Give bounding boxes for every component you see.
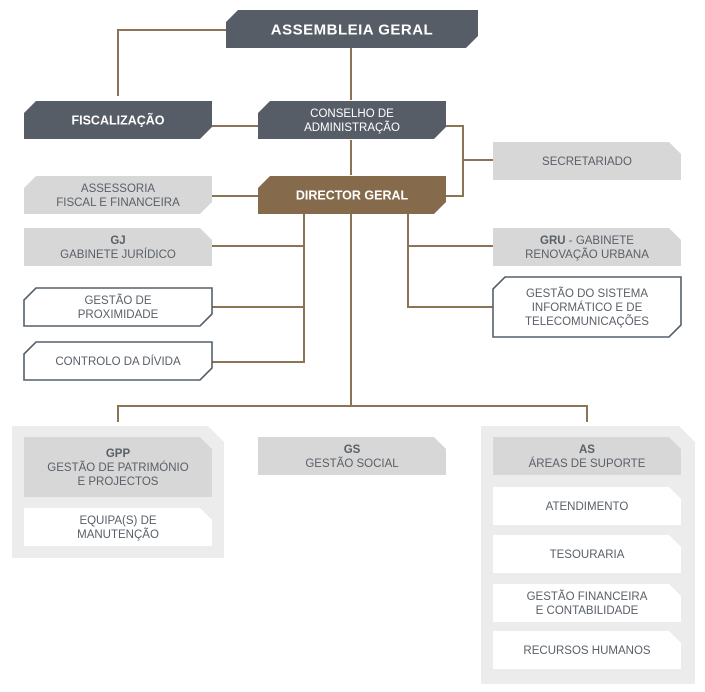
director-box <box>258 176 446 214</box>
connector-line <box>212 214 305 363</box>
assessoria-line: ASSESSORIA <box>81 183 155 195</box>
assembleia-box <box>226 10 478 48</box>
gs-code-line: GS <box>344 444 361 456</box>
fiscalizacao-box <box>24 101 212 139</box>
director-node: DIRECTOR GERAL <box>258 176 446 214</box>
assessoria-line: FISCAL E FINANCEIRA <box>56 197 180 209</box>
proximidade-line: PROXIMIDADE <box>78 309 159 321</box>
manutencao-line: MANUTENÇÃO <box>77 528 159 541</box>
sistema-line: GESTÃO DO SISTEMA <box>526 287 648 300</box>
gs-label-line: GESTÃO SOCIAL <box>305 457 399 470</box>
as-box <box>493 437 681 475</box>
gpp-label-line: E PROJECTOS <box>78 476 159 488</box>
atendimento-box <box>493 487 681 525</box>
proximidade-box <box>23 287 213 327</box>
gru-code: GRU <box>540 235 566 247</box>
proximidade-line: GESTÃO DE <box>84 294 151 307</box>
atendimento-line: ATENDIMENTO <box>546 501 629 513</box>
tesouraria-node: TESOURARIA <box>493 535 681 573</box>
sistema-line: TELECOMUNICAÇÕES <box>525 315 649 328</box>
gs-code: GS <box>344 444 361 456</box>
divida-node: CONTROLO DA DÍVIDA <box>23 341 213 381</box>
gj-code: GJ <box>110 235 125 247</box>
assessoria-node: ASSESSORIA FISCAL E FINANCEIRA <box>24 176 212 214</box>
conselho-line: ADMINISTRAÇÃO <box>304 121 400 134</box>
rh-line: RECURSOS HUMANOS <box>523 645 650 657</box>
gj-box <box>24 228 212 266</box>
as-code-line: AS <box>579 444 595 456</box>
conselho-box <box>258 101 446 139</box>
secretariado-line: SECRETARIADO <box>542 156 632 168</box>
assessoria-box <box>24 176 212 214</box>
assembleia-line: ASSEMBLEIA GERAL <box>271 21 433 38</box>
as-code: AS <box>579 444 595 456</box>
gj-code-line: GJ <box>110 235 125 247</box>
financeira-node: GESTÃO FINANCEIRA E CONTABILIDADE <box>493 584 681 622</box>
manutencao-line: EQUIPA(S) DE <box>79 515 156 527</box>
gru-code-suffix: - GABINETE <box>566 235 635 247</box>
tesouraria-box <box>493 535 681 573</box>
gru-box <box>493 228 681 266</box>
fiscalizacao-node: FISCALIZAÇÃO <box>24 101 212 139</box>
atendimento-node: ATENDIMENTO <box>493 487 681 525</box>
financeira-line: E CONTABILIDADE <box>536 605 639 617</box>
conselho-line: CONSELHO DE <box>310 108 394 120</box>
assembleia-node: ASSEMBLEIA GERAL <box>226 10 478 48</box>
divida-line: CONTROLO DA DÍVIDA <box>55 355 181 368</box>
connector-line <box>117 405 588 422</box>
financeira-box <box>493 584 681 622</box>
rh-box <box>493 631 681 669</box>
connector-line <box>117 29 226 96</box>
gpp-code: GPP <box>106 448 131 460</box>
secretariado-node: SECRETARIADO <box>493 142 681 180</box>
gs-box <box>258 437 446 475</box>
sistema-box <box>492 276 682 338</box>
financeira-line: GESTÃO FINANCEIRA <box>527 590 648 603</box>
gj-label-line: GABINETE JURÍDICO <box>60 248 176 261</box>
connector-line <box>407 214 493 308</box>
as-label-line: ÁREAS DE SUPORTE <box>529 457 646 470</box>
gpp-box <box>24 437 212 497</box>
fiscalizacao-line: FISCALIZAÇÃO <box>71 112 164 127</box>
rh-node: RECURSOS HUMANOS <box>493 631 681 669</box>
connector-line <box>446 125 464 197</box>
gpp-label-line: GESTÃO DE PATRIMÓNIO <box>47 461 188 474</box>
manutencao-box <box>24 508 212 546</box>
divida-box <box>23 341 213 381</box>
sistema-line: INFORMÁTICO E DE <box>532 301 643 314</box>
gpp-code-line: GPP <box>106 448 131 460</box>
gru-label-line: RENOVAÇÃO URBANA <box>525 248 649 261</box>
gru-code-line: GRU - GABINETE <box>540 235 634 247</box>
director-line: DIRECTOR GERAL <box>296 188 409 202</box>
tesouraria-line: TESOURARIA <box>550 549 625 561</box>
secretariado-box <box>493 142 681 180</box>
proximidade-node: GESTÃO DE PROXIMIDADE <box>23 287 213 327</box>
